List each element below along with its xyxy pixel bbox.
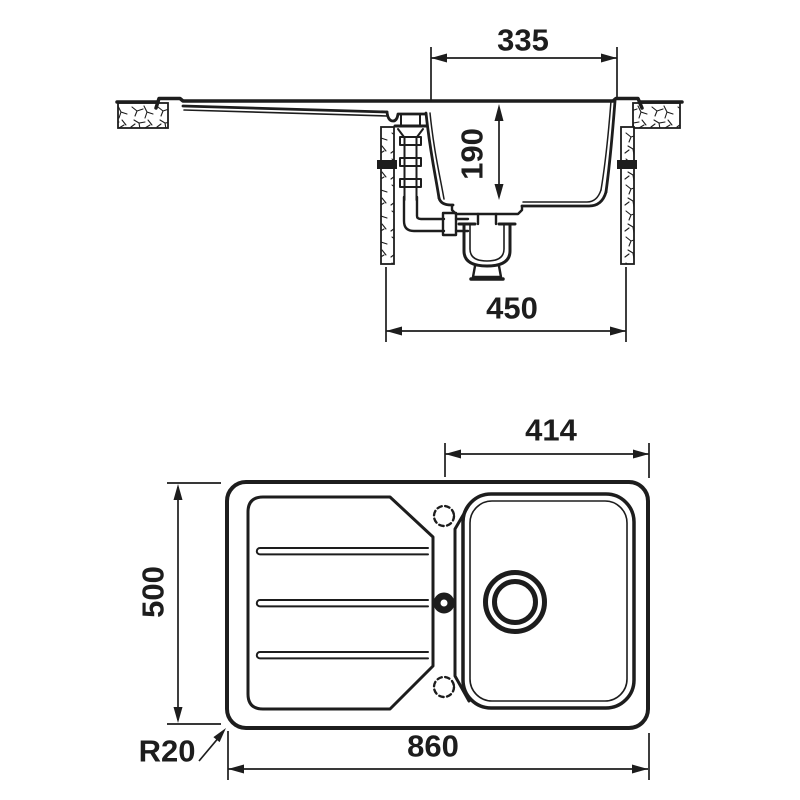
- drain-trap: [457, 212, 517, 281]
- drainboard-groove: [255, 599, 429, 608]
- drain-flange: [450, 203, 524, 216]
- cabinet-wall-right: [620, 126, 635, 265]
- dim-label-190: 190: [455, 128, 490, 180]
- drainboard-groove: [255, 547, 429, 556]
- drainboard-surface: [181, 104, 428, 123]
- dim-label-860: 860: [407, 729, 459, 764]
- drainboard-groove: [255, 651, 429, 660]
- bowl-section: [424, 99, 617, 216]
- dim-label-r20: R20: [139, 734, 196, 769]
- channel-drain-knob: [433, 592, 455, 614]
- dim-corner-radius: R20: [139, 728, 226, 769]
- cabinet-wall-left: [380, 126, 395, 265]
- dim-overall-length: 860: [227, 729, 650, 780]
- mounting-clip-left: [377, 160, 397, 169]
- dim-label-450: 450: [486, 291, 538, 326]
- dim-cabinet-opening: 450: [385, 267, 627, 342]
- overflow-pipe: [393, 113, 470, 237]
- plan-view: 414 500 860 R20: [136, 413, 650, 780]
- mounting-clip-right: [617, 160, 637, 169]
- dim-bowl-top-width: 335: [430, 23, 618, 102]
- tap-hole-top: [432, 504, 456, 528]
- bowl-outline: [461, 492, 636, 710]
- tap-hole-bottom: [432, 675, 456, 699]
- drain-hole: [483, 570, 547, 634]
- drainboard-outline: [246, 495, 435, 711]
- dim-bowl-depth: 190: [455, 104, 504, 200]
- drainboard-grooves: [255, 547, 429, 660]
- sink-outline: [225, 480, 650, 730]
- dim-label-500: 500: [136, 566, 171, 618]
- dim-overall-depth: 500: [136, 482, 221, 725]
- dim-label-335: 335: [497, 23, 549, 58]
- section-view: 335 190 450: [115, 23, 684, 342]
- sink-rim-profile: [154, 96, 644, 110]
- dim-label-414: 414: [525, 413, 577, 448]
- countertop-left: [115, 100, 169, 129]
- dim-bowl-width: 414: [444, 413, 650, 478]
